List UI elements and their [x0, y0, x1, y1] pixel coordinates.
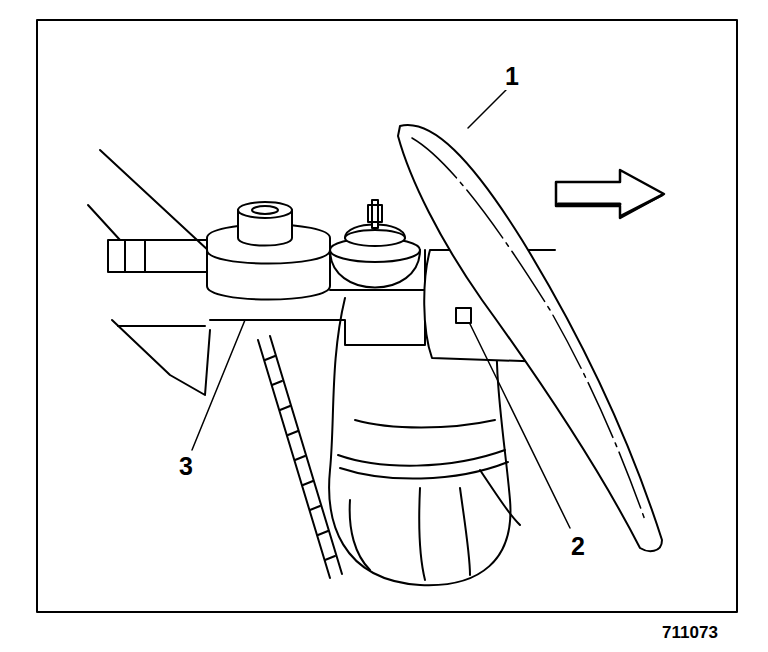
- leader-line: [470, 324, 570, 528]
- body-line: [210, 250, 430, 345]
- figure-frame: [37, 20, 737, 612]
- rail-bracket: [112, 320, 210, 395]
- figure-number: 711073: [660, 623, 720, 642]
- leader-line: [192, 320, 245, 450]
- locator-square: [456, 308, 471, 323]
- callout-number: 1: [503, 63, 521, 90]
- arrow-shadow: [558, 195, 662, 216]
- housing-rib: [350, 488, 470, 580]
- terminal: [368, 200, 382, 228]
- callout-number: 3: [177, 453, 195, 480]
- rail-line: [118, 325, 205, 327]
- cylinder-bore: [252, 206, 278, 214]
- ring-edge: [207, 250, 330, 264]
- leader-line: [468, 90, 506, 128]
- pipe: [108, 240, 215, 272]
- callout-number: 2: [569, 533, 587, 560]
- direction-arrow: [556, 170, 664, 218]
- rail-line: [88, 205, 120, 240]
- housing-line: [480, 470, 520, 525]
- housing-line: [355, 420, 495, 428]
- dome-rim: [345, 230, 405, 246]
- strap-hatch: [265, 356, 335, 560]
- strap: [258, 336, 342, 578]
- cylinder-top: [238, 202, 292, 218]
